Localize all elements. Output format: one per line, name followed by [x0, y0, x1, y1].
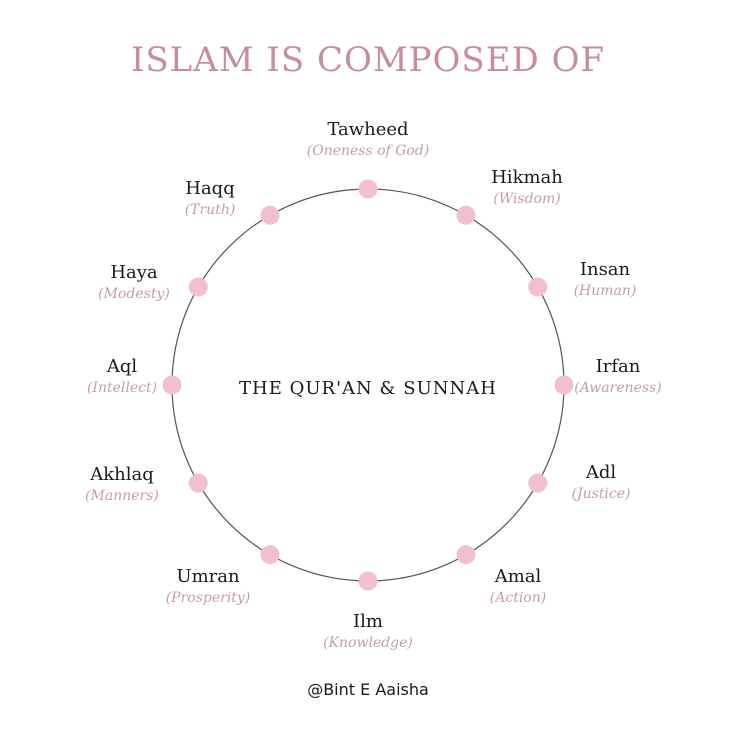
node-dot-tawheed [358, 179, 378, 199]
node-dot-haqq [260, 205, 280, 225]
node-dot-amal [456, 545, 476, 565]
node-name: Tawheed [327, 119, 409, 140]
node-label-tawheed: Tawheed (Oneness of God) [288, 119, 448, 161]
node-label-hikmah: Hikmah (Wisdom) [447, 167, 607, 209]
node-dot-irfan [554, 375, 574, 395]
node-translation: (Truth) [184, 202, 236, 218]
node-dot-insan [528, 277, 548, 297]
node-name: Insan [579, 259, 631, 280]
node-name: Irfan [595, 356, 641, 377]
node-translation: (Awareness) [574, 380, 662, 396]
node-dot-haya [188, 277, 208, 297]
node-label-umran: Umran (Prosperity) [128, 566, 288, 608]
node-dot-umran [260, 545, 280, 565]
node-dot-aql [162, 375, 182, 395]
node-translation: (Knowledge) [323, 635, 413, 651]
node-label-haya: Haya (Modesty) [54, 262, 214, 304]
node-translation: (Modesty) [98, 286, 170, 302]
node-label-ilm: Ilm (Knowledge) [288, 611, 448, 653]
node-name: Aql [106, 356, 138, 377]
node-translation: (Prosperity) [165, 590, 251, 606]
node-label-aql: Aql (Intellect) [42, 356, 202, 398]
node-name: Ilm [353, 611, 383, 632]
node-label-amal: Amal (Action) [438, 566, 598, 608]
node-label-adl: Adl (Justice) [521, 462, 681, 504]
node-name: Adl [585, 462, 617, 483]
node-dot-ilm [358, 571, 378, 591]
node-translation: (Manners) [85, 488, 159, 504]
node-label-irfan: Irfan (Awareness) [538, 356, 698, 398]
author-handle: @Bint E Aaisha [307, 680, 429, 699]
page-title: ISLAM IS COMPOSED OF [130, 40, 606, 80]
center-label: THE QUR'AN & SUNNAH [239, 378, 497, 399]
node-translation: (Human) [573, 283, 637, 299]
node-label-akhlaq: Akhlaq (Manners) [42, 464, 202, 506]
node-name: Akhlaq [90, 464, 154, 485]
node-translation: (Action) [489, 590, 547, 606]
node-dot-adl [528, 473, 548, 493]
node-dots [162, 179, 574, 591]
node-dot-hikmah [456, 205, 476, 225]
node-translation: (Wisdom) [493, 191, 561, 207]
node-translation: (Oneness of God) [306, 143, 430, 159]
node-name: Hikmah [491, 167, 563, 188]
node-label-haqq: Haqq (Truth) [130, 178, 290, 220]
node-name: Haqq [185, 178, 235, 199]
node-translation: (Justice) [571, 486, 631, 502]
node-name: Umran [176, 566, 240, 587]
node-dot-akhlaq [188, 473, 208, 493]
node-label-insan: Insan (Human) [525, 259, 685, 301]
node-translation: (Intellect) [86, 380, 158, 396]
node-name: Haya [110, 262, 158, 283]
node-name: Amal [494, 566, 542, 587]
